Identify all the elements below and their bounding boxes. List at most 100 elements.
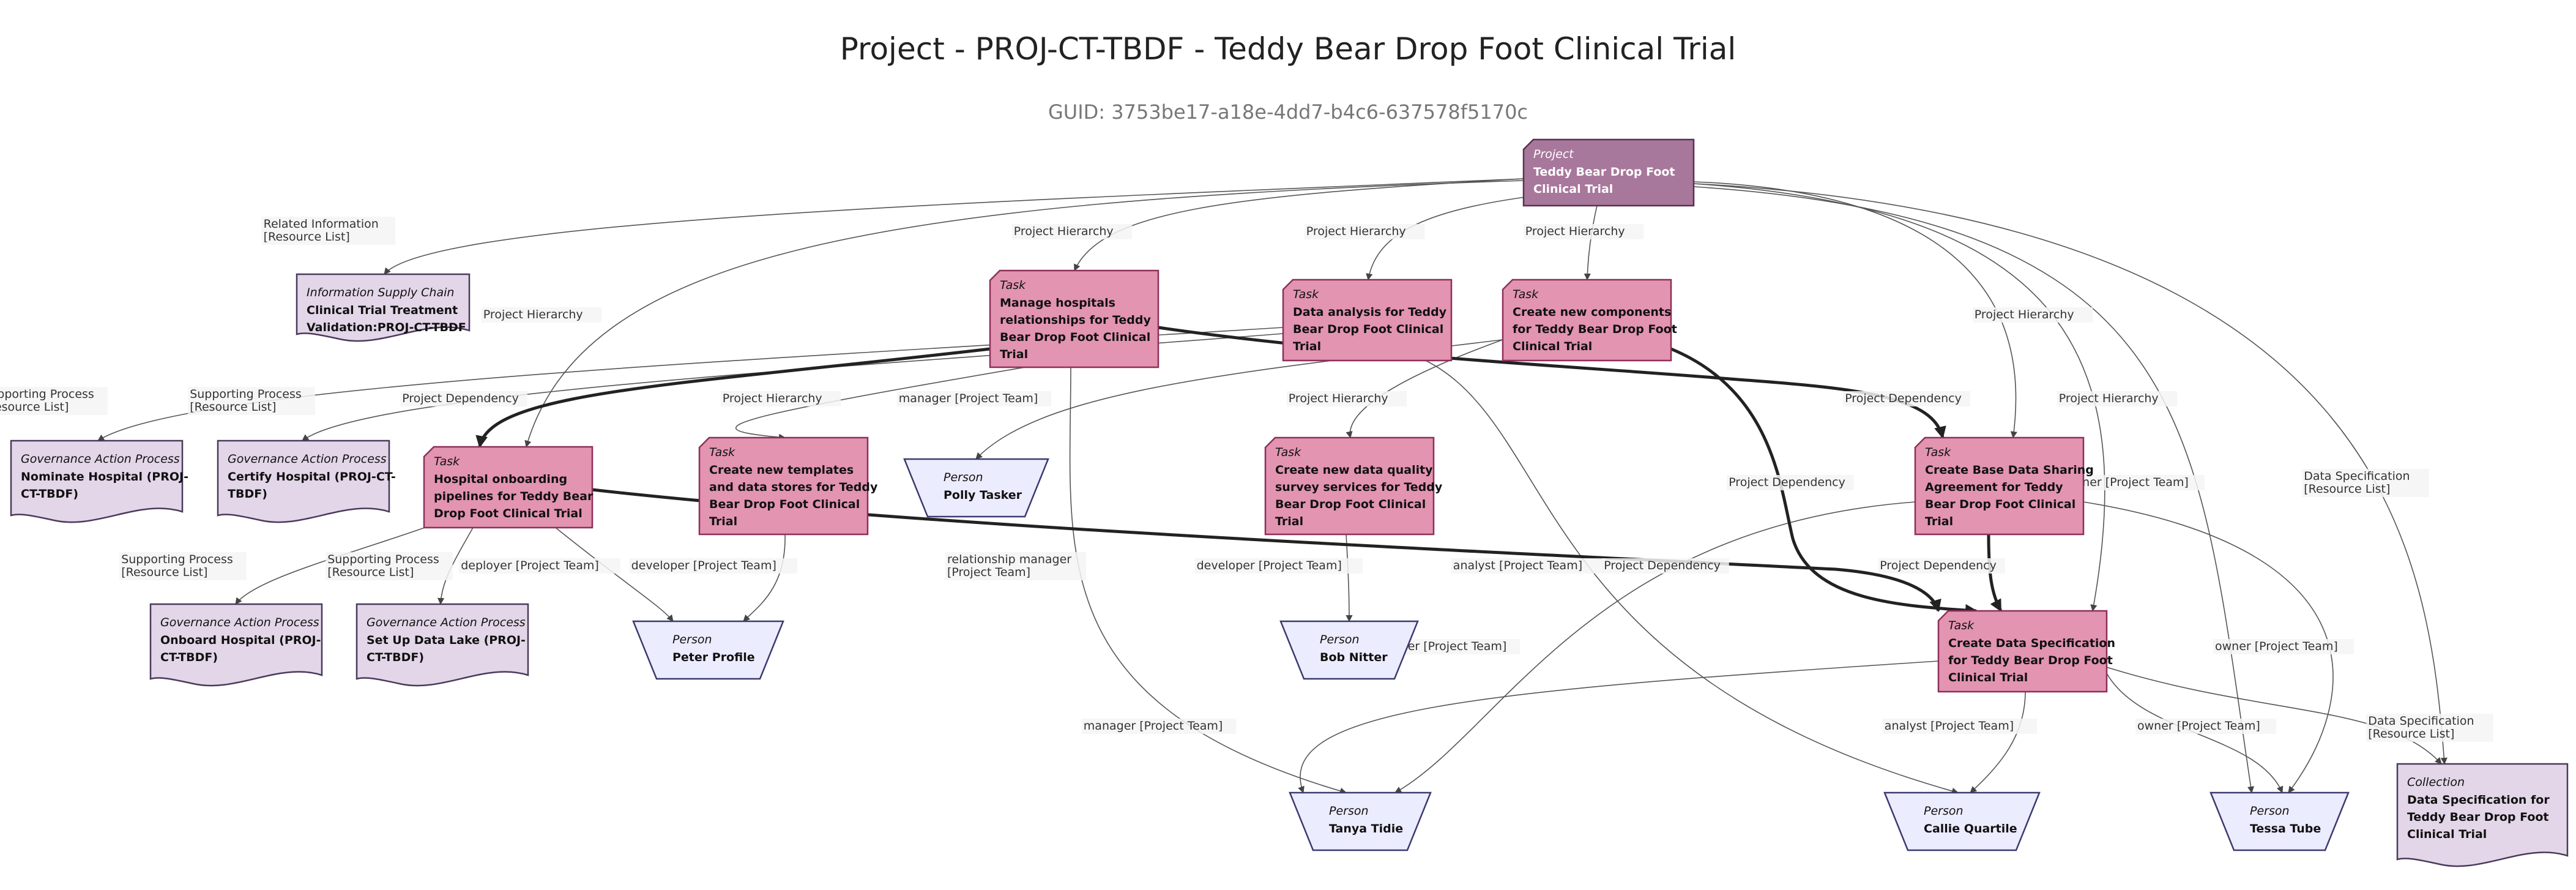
task-shape	[1937, 610, 2108, 693]
node-name-label: Clinical Trial	[1513, 340, 1592, 353]
edge-connector	[1584, 205, 1598, 281]
node-name-label: Trial	[1925, 515, 1953, 528]
edge-label: Project Hierarchy	[1289, 392, 1388, 405]
task-shape	[423, 446, 594, 529]
edge-label-background	[1081, 719, 1237, 734]
node-name-label: Trial	[709, 515, 737, 528]
edge-label: owner [Project Team]	[2215, 640, 2338, 653]
node-type-label: Person	[944, 471, 983, 484]
edge-connector	[1693, 183, 2105, 612]
edge-labels-layer: Related Information[Resource List]Projec…	[0, 217, 2493, 742]
node-name-label: Bear Drop Foot Clinical	[709, 498, 860, 511]
edge-label-background	[720, 391, 841, 406]
node-type-label: Governance Action Process	[21, 452, 180, 466]
document-shape	[149, 603, 323, 687]
node-name-label: Create new templates	[709, 463, 854, 477]
node-name-label: Create new data quality	[1275, 463, 1433, 477]
edge-label-background	[2213, 639, 2354, 654]
edge-connector	[555, 527, 674, 622]
edge-label-background	[896, 391, 1052, 406]
node-name-label: Bear Drop Foot Clinical	[1925, 498, 2075, 511]
project-shape	[1522, 138, 1695, 207]
node-name-label: relationships for Teddy	[1000, 313, 1151, 327]
edge-label: Project Dependency	[1604, 559, 1721, 572]
edge-label-background	[326, 552, 453, 580]
edge-label-background	[481, 307, 602, 323]
edge-connector	[1670, 347, 1978, 616]
page-title: Project - PROJ-CT-TBDF - Teddy Bear Drop…	[840, 31, 1737, 67]
node-type-label: Collection	[2407, 776, 2465, 789]
edge-label: Supporting Process	[121, 553, 233, 566]
node-name-label: Manage hospitals	[1000, 296, 1115, 310]
edge-label: Related Information	[264, 217, 379, 231]
node-name-label: Nominate Hospital (PROJ-	[21, 470, 188, 484]
edge-label-background	[1972, 307, 2093, 323]
edge-connector	[1693, 186, 2255, 794]
node-type-label: Task	[709, 446, 735, 459]
node-type-label: Task	[1293, 288, 1319, 301]
edge-label-background	[945, 552, 1086, 580]
edge-label: Project Dependency	[1880, 559, 1997, 572]
edge-connector	[1394, 501, 1916, 793]
edge-label: [Resource List]	[190, 400, 276, 414]
edge-label: Supporting Process	[0, 387, 94, 401]
edge-connector	[475, 347, 991, 448]
edge-label: developer [Project Team]	[1197, 559, 1342, 572]
edge-label: [Resource List]	[0, 400, 69, 414]
edge-connector	[2106, 667, 2442, 765]
node-type-label: Information Supply Chain	[307, 286, 454, 299]
node-name-label: Trial	[1293, 340, 1321, 353]
edge-label: [Resource List]	[264, 230, 350, 244]
edge-label: Project Hierarchy	[1306, 225, 1406, 238]
edge-label-background	[1882, 719, 2038, 734]
node-name-label: Hospital onboarding	[434, 473, 567, 486]
edge-connector	[1074, 178, 1524, 272]
edge-label-background	[629, 558, 798, 574]
node-name-label: and data stores for Teddy	[709, 481, 878, 494]
edge-connector	[1693, 181, 2017, 439]
edge-label-background	[2135, 719, 2276, 734]
node-type-label: Person	[1924, 804, 1964, 818]
edge-label-background	[459, 558, 620, 574]
person-shape	[1289, 791, 1432, 851]
document-shape	[10, 439, 184, 523]
node-name-label: Clinical Trial Treatment	[307, 304, 458, 317]
node-name-label: Clinical Trial	[1533, 182, 1613, 196]
node-name-label: pipelines for Teddy Bear	[434, 490, 594, 503]
edge-connector	[2083, 501, 2334, 793]
document-shape	[2396, 763, 2569, 867]
task-shape	[1502, 279, 1672, 362]
node-name-label: TBDF)	[228, 487, 267, 501]
edge-connector	[1693, 183, 2448, 765]
edge-label-background	[2366, 714, 2493, 742]
edge-label-background	[2057, 391, 2178, 406]
edge-label: [Project Team]	[947, 566, 1030, 579]
node-type-label: Person	[1329, 804, 1369, 818]
edge-label: Project Hierarchy	[1014, 225, 1114, 238]
edge-label-background	[1286, 391, 1407, 406]
node-name-label: Data Specification for	[2407, 793, 2550, 807]
edge-label: Project Hierarchy	[483, 308, 583, 321]
edge-label: [Resource List]	[327, 566, 414, 579]
